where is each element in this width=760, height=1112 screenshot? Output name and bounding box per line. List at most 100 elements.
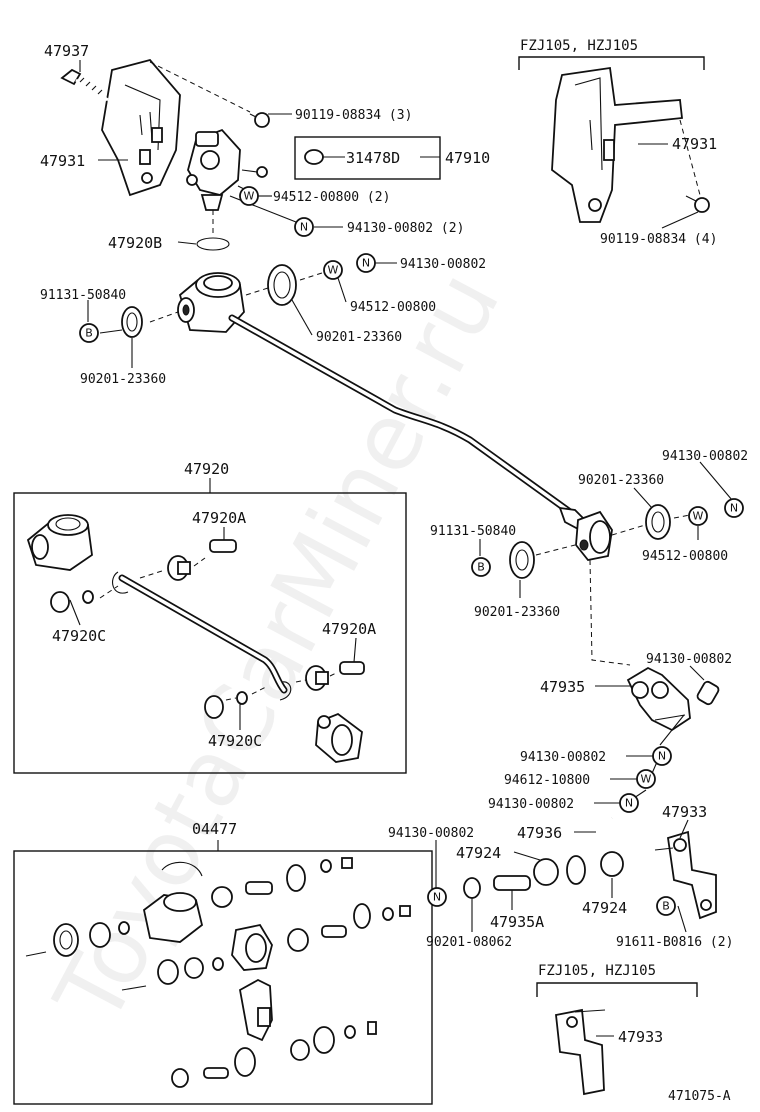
- kit-box-04477: [13, 850, 433, 1105]
- washer-marker-2: W: [323, 260, 343, 280]
- bushing-47924-right: [600, 851, 624, 877]
- svg-text:W: W: [641, 773, 652, 786]
- label-47931-right: 47931: [672, 135, 717, 153]
- bolt-90119-right: [685, 195, 710, 213]
- label-90201-08062: 90201-08062: [426, 935, 512, 950]
- label-47920C-2: 47920C: [208, 732, 262, 750]
- bushing-90201-left: [121, 306, 143, 338]
- rod-47920: [112, 571, 292, 701]
- bushing-47924-left: [533, 858, 559, 886]
- nut-marker-3: N: [724, 498, 744, 518]
- bellcrank-47910: [186, 128, 241, 211]
- label-90201-mid: 90201-23360: [316, 330, 402, 345]
- label-94130-2: 94130-00802 (2): [347, 221, 464, 236]
- svg-text:W: W: [328, 264, 339, 277]
- svg-text:N: N: [658, 750, 666, 763]
- bolt-90119-left: [249, 112, 270, 128]
- sleeve-94130-47935: [696, 680, 720, 706]
- screw-small: [241, 166, 268, 178]
- callout-box-47910: [294, 136, 441, 180]
- joint-47920: [26, 514, 93, 571]
- sleeve-47920A-top: [209, 539, 237, 553]
- bracket-47931-right: [551, 66, 683, 223]
- label-94130-47935: 94130-00802: [646, 652, 732, 667]
- label-47931-left: 47931: [40, 152, 85, 170]
- svg-text:B: B: [662, 900, 670, 913]
- label-47920A-1: 47920A: [192, 509, 246, 527]
- diagram-code: 471075-A: [668, 1089, 731, 1104]
- label-47936: 47936: [517, 824, 562, 842]
- joint-lower: [575, 510, 613, 561]
- variant-header-bottom: FZJ105, HZJ105: [538, 963, 656, 979]
- sleeve-47920A-bottom: [339, 661, 365, 675]
- label-31478D: 31478D: [346, 149, 400, 167]
- joint-47920-lower: [315, 712, 363, 763]
- nut-marker-2: N: [356, 253, 376, 273]
- label-94512-top: 94512-00800: [350, 300, 436, 315]
- label-94512-right: 94512-00800: [642, 549, 728, 564]
- label-47924-a: 47924: [456, 844, 501, 862]
- label-47910: 47910: [445, 149, 490, 167]
- label-94512-2: 94512-00800 (2): [273, 190, 390, 205]
- svg-text:B: B: [477, 561, 485, 574]
- label-94130-b: 94130-00802: [488, 797, 574, 812]
- label-47935A: 47935A: [490, 913, 544, 931]
- label-kit-04477: 04477: [192, 820, 237, 838]
- label-47924-b: 47924: [582, 899, 627, 917]
- svg-text:W: W: [693, 510, 704, 523]
- label-47935: 47935: [540, 678, 585, 696]
- bushing-47920-bottom: [305, 665, 329, 691]
- bracket-47933-top: [654, 830, 717, 920]
- svg-text:N: N: [625, 797, 633, 810]
- washer-marker-1: W: [239, 186, 259, 206]
- label-94612: 94612-10800: [504, 773, 590, 788]
- label-47937: 47937: [44, 42, 89, 60]
- label-90119-4: 90119-08834 (4): [600, 232, 717, 247]
- label-91611: 91611-B0816 (2): [616, 935, 733, 950]
- bolt-47937: [60, 68, 109, 102]
- nut-marker-4: N: [652, 746, 672, 766]
- label-47920B: 47920B: [108, 234, 162, 252]
- nut-marker-1: N: [294, 217, 314, 237]
- label-kit-47920: 47920: [184, 460, 229, 478]
- lever-47935: [626, 666, 691, 732]
- label-47933-top: 47933: [662, 803, 707, 821]
- snap-ring-47920B: [196, 237, 230, 251]
- nut-marker-5: N: [619, 793, 639, 813]
- leader-lines: [69, 60, 733, 1037]
- variant-bracket-top: [518, 56, 705, 70]
- label-90119-3: 90119-08834 (3): [295, 108, 412, 123]
- label-90201-lower: 90201-23360: [474, 605, 560, 620]
- bushing-90201-upper: [267, 264, 297, 306]
- kit-04477-parts: [25, 857, 411, 1088]
- washer-marker-4: W: [636, 769, 656, 789]
- label-90201-right: 90201-23360: [578, 473, 664, 488]
- bushing-31478D: [304, 149, 324, 165]
- bushing-47920C-left: [50, 590, 94, 613]
- washer-marker-3: W: [688, 506, 708, 526]
- variant-header-top: FZJ105, HZJ105: [520, 38, 638, 54]
- svg-text:N: N: [433, 891, 441, 904]
- bolt-marker-2: B: [471, 557, 491, 577]
- bushing-90201-lower: [509, 541, 535, 579]
- bushing-47920C-right: [204, 691, 248, 719]
- label-91131-left: 91131-50840: [40, 288, 126, 303]
- bushing-90201-right: [645, 504, 671, 540]
- label-94130-top: 94130-00802: [400, 257, 486, 272]
- svg-text:W: W: [244, 190, 255, 203]
- label-91131-right: 91131-50840: [430, 524, 516, 539]
- bolt-47936: [566, 817, 614, 885]
- label-47920C-1: 47920C: [52, 627, 106, 645]
- label-94130-right: 94130-00802: [662, 449, 748, 464]
- label-47920A-2: 47920A: [322, 620, 376, 638]
- svg-text:N: N: [730, 502, 738, 515]
- sleeve-47935A: [493, 875, 531, 891]
- bushing-47920-top: [167, 555, 191, 581]
- svg-text:B: B: [85, 327, 93, 340]
- label-90201-left: 90201-23360: [80, 372, 166, 387]
- label-94130-a: 94130-00802: [520, 750, 606, 765]
- bracket-47931-left: [101, 58, 181, 197]
- bracket-47933-bottom: [555, 1008, 606, 1096]
- variant-bracket-bottom: [536, 982, 698, 997]
